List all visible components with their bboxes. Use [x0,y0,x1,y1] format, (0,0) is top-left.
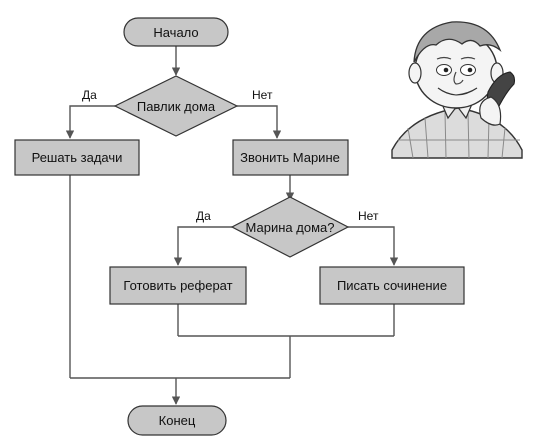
boy-on-phone-illustration [391,21,523,159]
decision1-label: Павлик дома [137,99,216,114]
decision1-yes-label: Да [82,88,97,102]
action-call-marina: Звонить Марине [232,139,349,176]
action-write-essay: Писать сочинение [319,266,465,305]
decision1-no-label: Нет [252,88,273,102]
action-prepare-report: Готовить реферат [109,266,247,305]
end-node: Конец [127,405,227,436]
decision-pavlik-home: Павлик дома [113,75,239,137]
decision2-label: Марина дома? [246,220,335,235]
solve-tasks-label: Решать задачи [32,150,123,165]
decision2-yes-label: Да [196,209,211,223]
action-solve-tasks: Решать задачи [14,139,140,176]
decision-marina-home: Марина дома? [230,196,350,258]
call-marina-label: Звонить Марине [240,150,340,165]
connectors [65,46,399,405]
write-essay-label: Писать сочинение [337,278,447,293]
decision2-no-label: Нет [358,209,379,223]
connector-decision1-no [237,105,282,139]
end-label: Конец [159,413,196,428]
prepare-report-label: Готовить реферат [123,278,232,293]
connector-decision1-yes [65,105,115,139]
connector-decision2-yes [173,226,232,266]
start-label: Начало [153,25,198,40]
start-node: Начало [123,17,229,47]
connector-decision2-no [348,226,399,266]
